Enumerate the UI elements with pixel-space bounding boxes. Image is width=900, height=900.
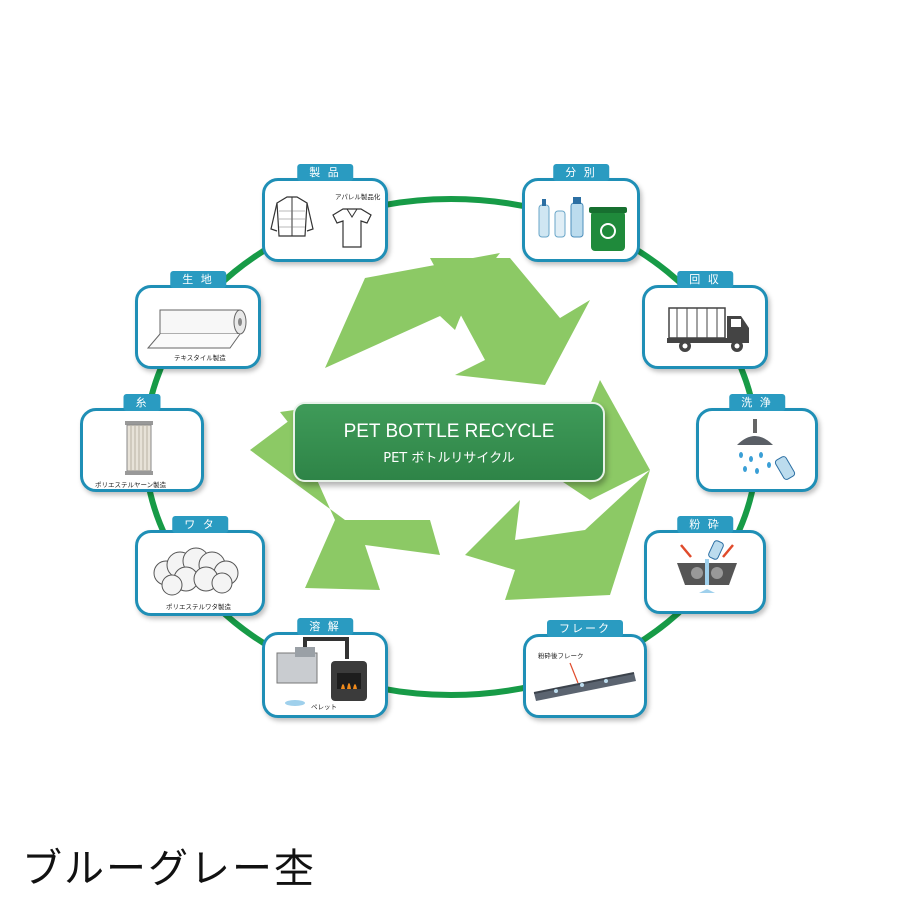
step-caption: 粉砕後フレーク [538,652,584,660]
shower-washing-icon [737,419,796,480]
step-card: ポリエステルヤーン製造 [80,408,204,492]
step-caption: アパレル製品化 [335,193,381,201]
step-card: アパレル製品化 [262,178,388,262]
bottles-and-bin-icon [538,197,627,251]
step-tab: 粉 砕 [677,516,733,533]
step-tab: 製 品 [297,164,353,181]
step-flake: 粉砕後フレーク フレーク [523,620,647,718]
step-sorting: 分 別 [522,164,640,262]
product-color-label: ブルーグレー杢 [22,846,316,892]
step-melting: ペレット 溶 解 [262,618,388,718]
step-card [642,285,768,369]
step-caption: テキスタイル製造 [174,354,226,362]
step-card [522,178,640,262]
step-caption: ポリエステルヤーン製造 [95,481,167,489]
center-title-box: PET BOTTLE RECYCLE PET ボトルリサイクル [293,402,605,482]
step-tab: 生 地 [170,271,226,288]
step-card: ペレット [262,632,388,718]
step-tab: 分 別 [553,164,609,181]
yarn-spool-icon [125,421,153,475]
clothing-icon [270,196,372,248]
cotton-wad-icon [153,547,239,596]
step-product: アパレル製品化 製 品 [262,164,388,262]
recycle-arrow-top-head [430,258,590,385]
melting-furnace-icon [276,637,367,706]
step-fabric: テキスタイル製造 生 地 [135,271,261,369]
garbage-truck-icon [667,307,749,352]
step-caption: ポリエステルワタ製造 [166,603,231,611]
step-tab: 回 収 [677,271,733,288]
conveyor-flake-icon [533,662,636,701]
step-card: テキスタイル製造 [135,285,261,369]
step-caption: ペレット [311,703,337,711]
fabric-roll-icon [146,309,247,349]
recycle-arrow-right-head [465,470,650,600]
step-collection: 回 収 [642,271,768,369]
step-tab: ワ タ [172,516,228,533]
step-tab: フレーク [547,620,623,637]
step-card [644,530,766,614]
step-tab: 洗 浄 [729,394,785,411]
step-tab: 糸 [123,394,161,411]
center-subtitle: PET ボトルリサイクル [383,451,515,466]
step-yarn: ポリエステルヤーン製造 糸 [80,394,204,492]
center-title: PET BOTTLE RECYCLE [343,421,555,442]
step-washing: 洗 浄 [696,394,818,492]
crusher-icon [677,540,737,593]
step-card: ポリエステルワタ製造 [135,530,265,616]
step-cotton: ポリエステルワタ製造 ワ タ [135,516,265,616]
step-crushing: 粉 砕 [644,516,766,614]
step-card: 粉砕後フレーク [523,634,647,718]
step-card [696,408,818,492]
step-tab: 溶 解 [297,618,353,635]
